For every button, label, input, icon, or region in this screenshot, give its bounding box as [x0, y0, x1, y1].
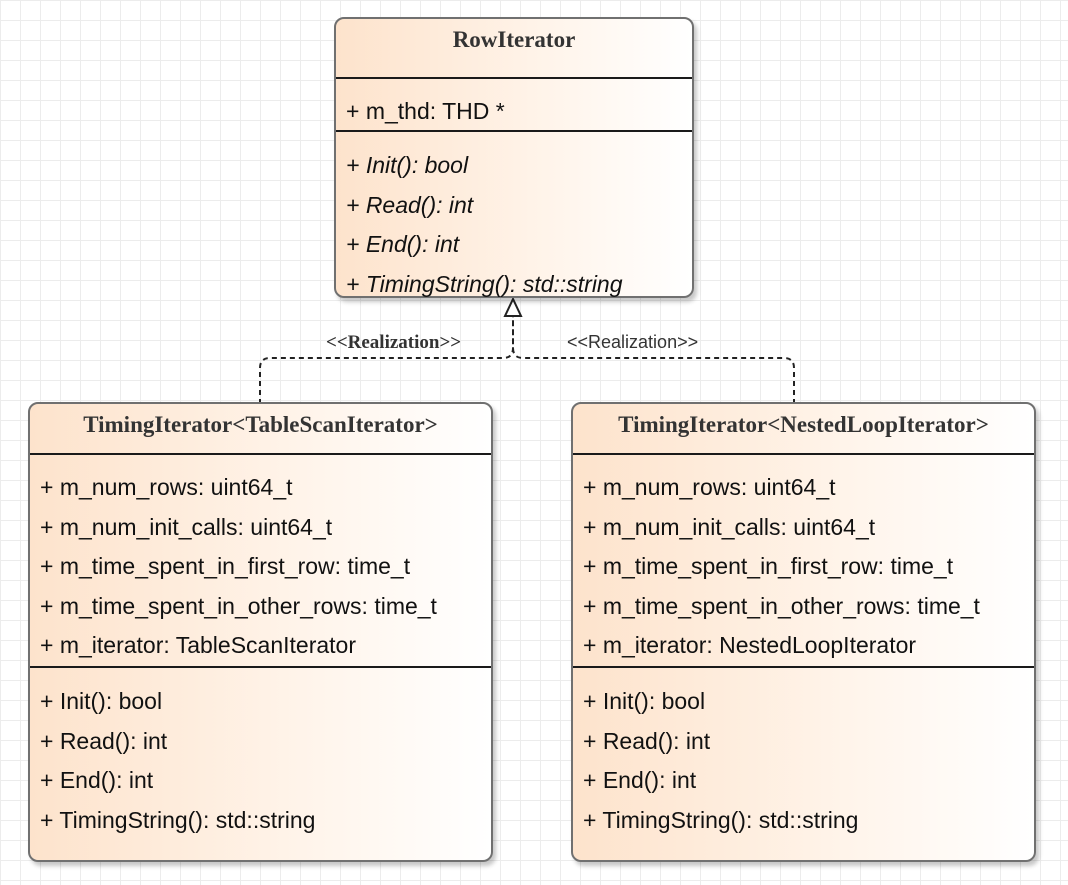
- operation: + End(): int: [40, 767, 154, 793]
- operations-section: + Init(): bool + Read(): int + End(): in…: [573, 682, 1034, 840]
- operation: + Read(): int: [583, 727, 711, 754]
- operation: + Read(): int: [346, 191, 474, 218]
- attributes-section: + m_thd: THD *: [336, 92, 692, 132]
- class-name: RowIterator: [336, 19, 692, 79]
- class-name: TimingIterator<TableScanIterator>: [30, 404, 491, 455]
- realization-edge-right: [512, 316, 795, 404]
- attribute: + m_num_rows: uint64_t: [583, 474, 836, 500]
- operation: + Read(): int: [40, 727, 168, 754]
- attribute: + m_num_init_calls: uint64_t: [40, 513, 333, 540]
- operation: + Init(): bool: [583, 688, 706, 714]
- attribute: + m_time_spent_in_first_row: time_t: [40, 553, 411, 579]
- attribute: + m_iterator: TableScanIterator: [40, 632, 356, 658]
- attribute: + m_num_rows: uint64_t: [40, 474, 293, 500]
- attribute: + m_thd: THD *: [346, 98, 505, 124]
- attributes-section: + m_num_rows: uint64_t + m_num_init_call…: [573, 468, 1034, 668]
- operations-section: + Init(): bool + Read(): int + End(): in…: [30, 682, 491, 840]
- operation: + TimingString(): std::string: [40, 806, 316, 833]
- operations-section: + Init(): bool + Read(): int + End(): in…: [336, 146, 692, 304]
- operation: + End(): int: [346, 231, 460, 257]
- realization-label-left: <<Realization>>: [326, 332, 462, 353]
- attribute: + m_time_spent_in_first_row: time_t: [583, 553, 954, 579]
- operation: + Init(): bool: [346, 152, 469, 178]
- operation: + Init(): bool: [40, 688, 163, 714]
- class-name: TimingIterator<NestedLoopIterator>: [573, 404, 1034, 455]
- attributes-section: + m_num_rows: uint64_t + m_num_init_call…: [30, 468, 491, 668]
- realization-arrowhead: [503, 296, 523, 317]
- attribute: + m_time_spent_in_other_rows: time_t: [583, 592, 980, 619]
- operation: + TimingString(): std::string: [346, 270, 623, 297]
- realization-edge-left: [259, 316, 514, 404]
- operation: + End(): int: [583, 767, 697, 793]
- class-row-iterator[interactable]: RowIterator + m_thd: THD * + Init(): boo…: [334, 17, 694, 298]
- class-timing-iterator-table-scan[interactable]: TimingIterator<TableScanIterator> + m_nu…: [28, 402, 493, 862]
- attribute: + m_iterator: NestedLoopIterator: [583, 632, 917, 658]
- operation: + TimingString(): std::string: [583, 806, 859, 833]
- attribute: + m_time_spent_in_other_rows: time_t: [40, 592, 437, 619]
- attribute: + m_num_init_calls: uint64_t: [583, 513, 876, 540]
- realization-label-right: <<Realization>>: [567, 332, 699, 352]
- class-timing-iterator-nested-loop[interactable]: TimingIterator<NestedLoopIterator> + m_n…: [571, 402, 1036, 862]
